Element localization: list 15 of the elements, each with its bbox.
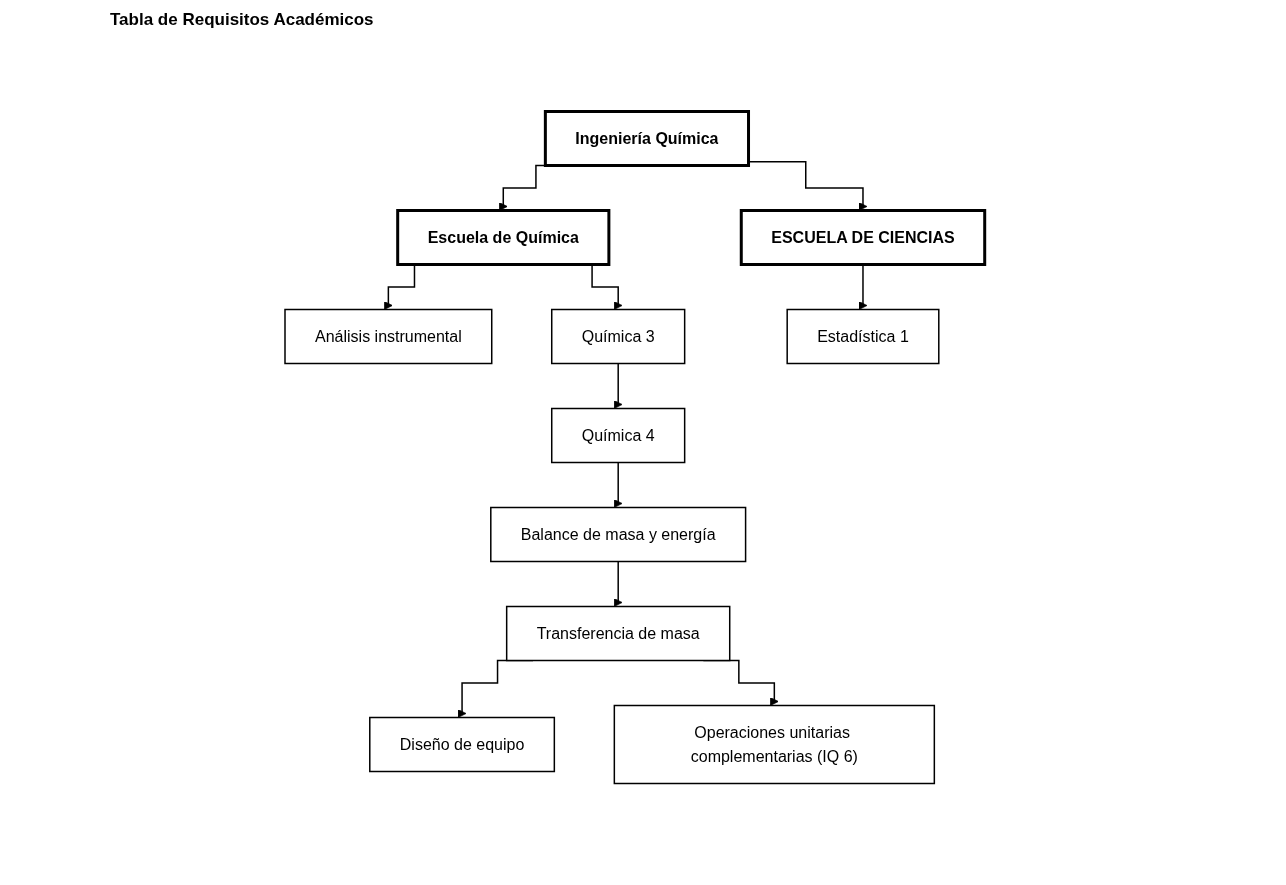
node-box: Diseño de equipo	[369, 716, 556, 773]
node-box: Balance de masa y energía	[490, 506, 747, 563]
arrow	[613, 362, 623, 409]
diagram-title: Tabla de Requisitos Académicos	[110, 10, 375, 30]
node-box: Transferencia de masa	[506, 605, 731, 662]
node-box: Ingeniería Química	[544, 110, 751, 167]
arrow	[613, 461, 623, 508]
node-box: Química 3	[551, 308, 686, 365]
arrow	[613, 560, 623, 607]
node-box: Análisis instrumental	[284, 308, 493, 365]
node-box: Química 4	[551, 407, 686, 464]
node-box: Escuela de Química	[396, 209, 611, 266]
node-box: ESCUELA DE CIENCIAS	[739, 209, 987, 266]
node-box: Estadística 1	[786, 308, 940, 365]
node-box: Operaciones unitarias complementarias (IQ 6)	[613, 704, 936, 785]
